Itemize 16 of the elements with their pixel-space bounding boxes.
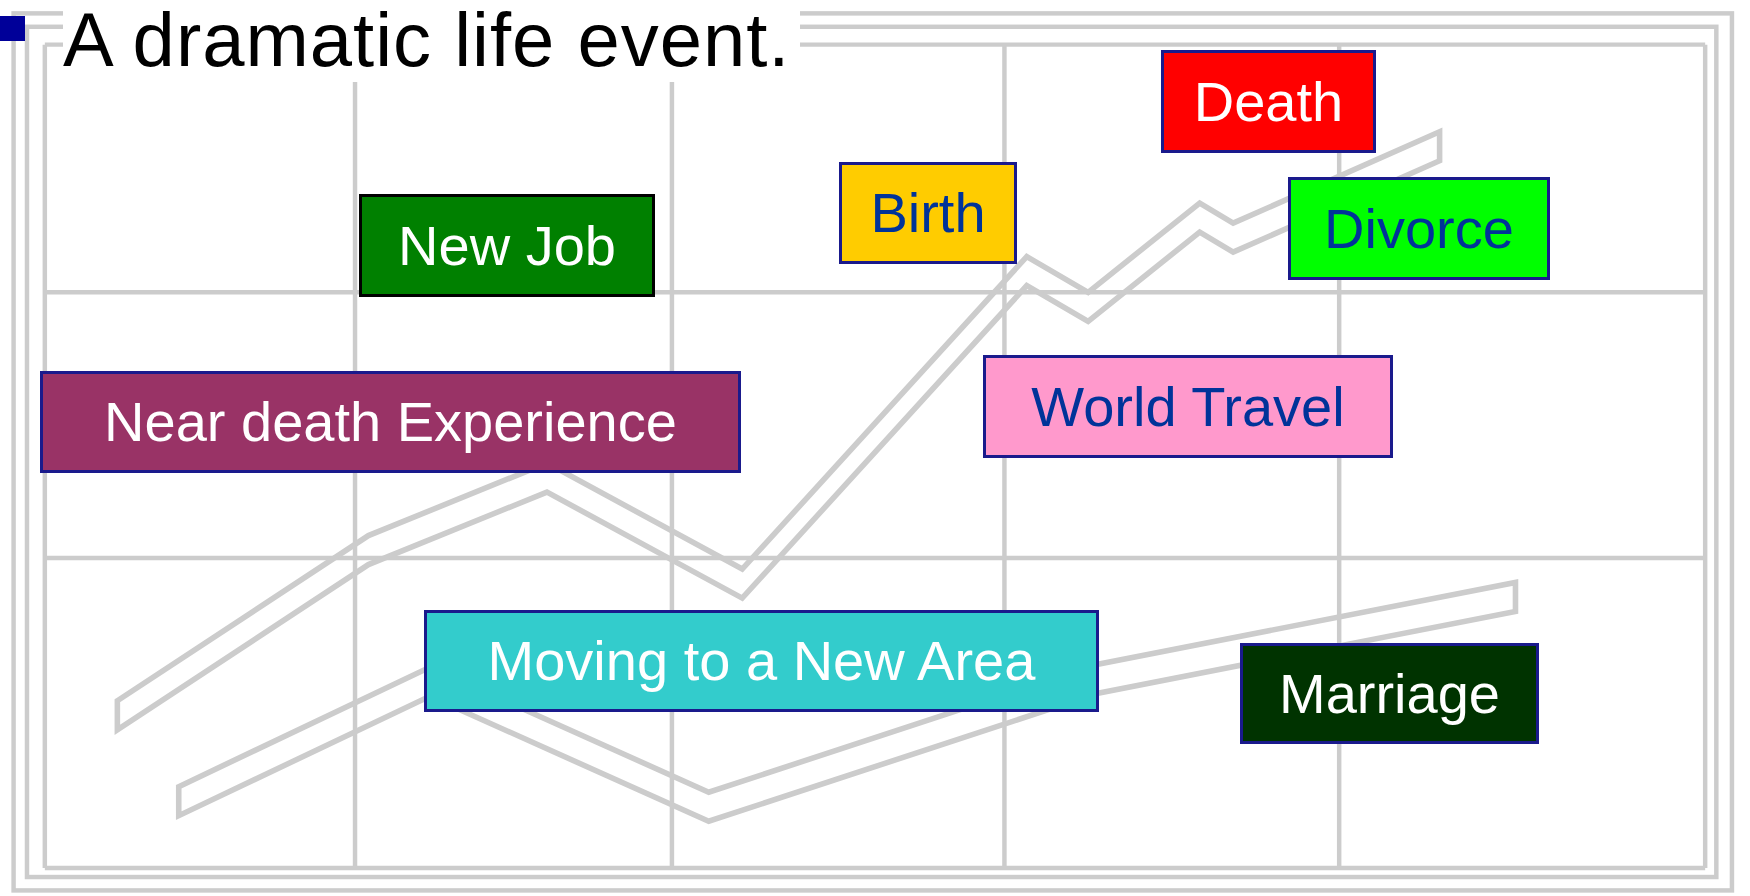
event-box (839, 162, 1017, 264)
event-label: Divorce (1324, 197, 1514, 260)
event-label: Near death Experience (104, 391, 677, 453)
event-label: Birth (870, 182, 986, 244)
event-box (359, 194, 655, 297)
event-box (1240, 643, 1539, 744)
event-label: New Job (398, 214, 616, 277)
event-label: Marriage (1279, 662, 1500, 725)
event-box (1161, 50, 1376, 153)
event-label: Moving to a New Area (487, 630, 1036, 692)
event-box (983, 355, 1393, 458)
event-label: Death (1193, 70, 1344, 133)
event-box (424, 610, 1099, 712)
event-box (40, 371, 741, 473)
event-label: World Travel (1031, 375, 1345, 438)
event-box (1288, 177, 1550, 280)
